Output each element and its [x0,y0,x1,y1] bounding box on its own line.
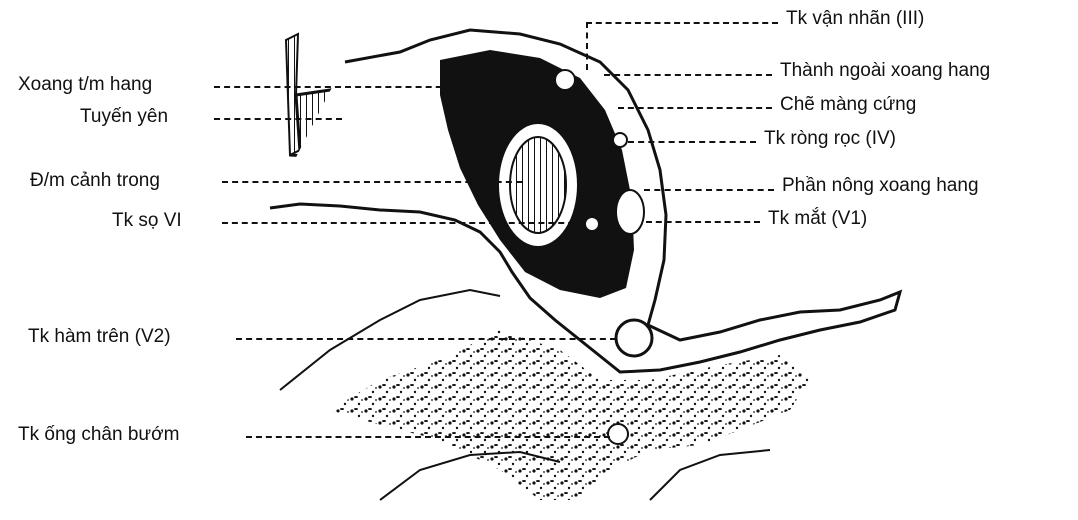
label-lateral-wall: Thành ngoài xoang hang [780,60,990,82]
label-pituitary: Tuyến yên [80,106,168,128]
label-internal-carotid: Đ/m cảnh trong [30,170,160,192]
leader-oculomotor-vertical [586,22,588,70]
label-dural-split: Chẽ màng cứng [780,94,916,116]
maxillary-nerve [616,320,652,356]
leader-pituitary [214,118,342,120]
leader-internal-carotid [222,181,522,183]
label-maxillary: Tk hàm trên (V2) [28,326,171,348]
label-abducens: Tk sọ VI [112,210,182,232]
label-cavernous-sinus: Xoang t/m hang [18,74,152,96]
label-trochlear: Tk ròng rọc (IV) [764,128,896,150]
pterygoid-canal-nerve [608,424,628,444]
label-superficial-part: Phần nông xoang hang [782,175,979,197]
leader-superficial-part [644,189,774,191]
oculomotor-nerve [555,70,575,90]
leader-trochlear [628,141,756,143]
ophthalmic-nerve [616,190,644,234]
leader-cavernous-sinus [214,86,472,88]
sphenoid-body-stipple [330,330,810,500]
internal-carotid-lumen [510,137,566,233]
abducens-nerve [585,217,599,231]
trochlear-nerve [613,133,627,147]
label-oculomotor: Tk vận nhãn (III) [786,8,924,30]
label-pterygoid: Tk ống chân bướm [18,424,179,446]
leader-ophthalmic [646,221,760,223]
leader-oculomotor [586,22,778,24]
leader-pterygoid [246,436,610,438]
leader-dural-split [618,107,772,109]
leader-abducens [222,222,584,224]
leader-lateral-wall [604,74,772,76]
leader-maxillary [236,338,616,340]
label-ophthalmic: Tk mắt (V1) [768,208,867,230]
